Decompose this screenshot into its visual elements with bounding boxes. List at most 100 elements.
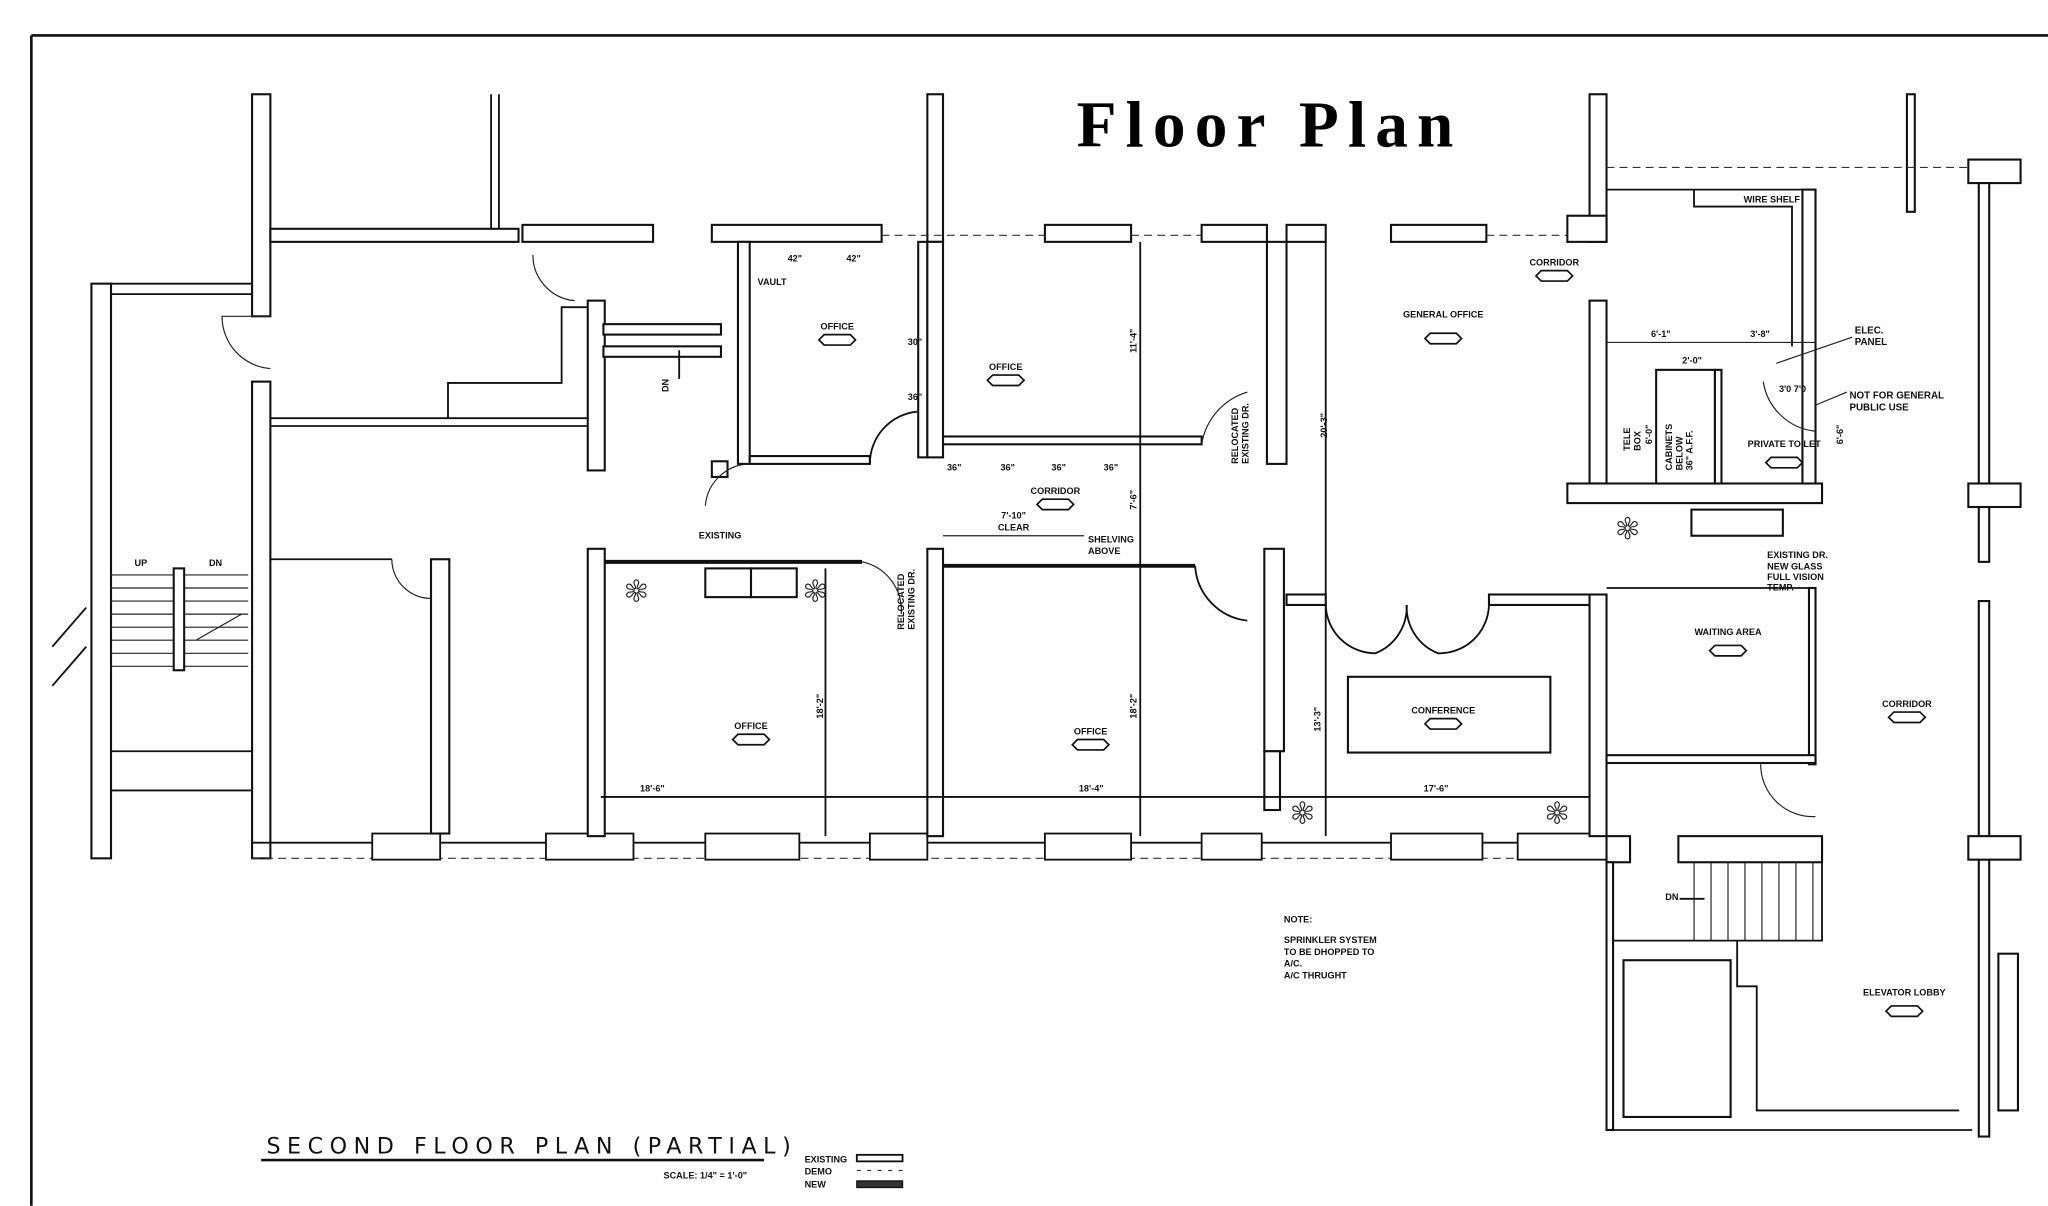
plan-linework [1807, 586, 1817, 766]
room-corridor-right: CORRIDOR [1882, 699, 1932, 724]
room-private-toilet: PRIVATE TOILET [1748, 439, 1821, 469]
plan-linework [1801, 188, 1817, 485]
plan-linework [1677, 835, 1824, 864]
room-office-205: OFFICE [817, 321, 857, 346]
plan-label: 36" A.F.F. [1685, 430, 1695, 470]
plan-label: SPRINKLER SYSTEM [1284, 935, 1377, 945]
plan-linework [391, 559, 432, 600]
plan-label: 2'-0" [1682, 355, 1702, 365]
plan-label: PANEL [1855, 337, 1887, 348]
plan-linework [710, 223, 883, 243]
room-labels: OFFICE OFFICE GENERAL OFFICE CORRIDOR CO… [731, 257, 1946, 1018]
plan-label: 36" [1104, 462, 1118, 472]
plan-linework [941, 435, 1203, 446]
room-elevator-lobby: ELEVATOR LOBBY [1863, 987, 1946, 1018]
plan-linework [1285, 223, 1327, 243]
plant-icon: ✻ [803, 576, 827, 608]
plan-label: FULL VISION [1767, 572, 1824, 582]
plan-linework [1390, 832, 1484, 861]
plan-linework [1967, 482, 2022, 509]
plan-linework [1884, 1005, 1924, 1018]
plan-linework [545, 832, 635, 861]
plan-linework [1389, 223, 1488, 243]
plan-label: OFFICE [989, 362, 1022, 372]
plan-label: 11'-4" [1128, 329, 1138, 353]
plan-linework [1534, 269, 1574, 282]
plan-linework [986, 374, 1026, 387]
plan-label: EXISTING [699, 530, 742, 540]
plan-linework [447, 306, 588, 419]
stair-up-label: UP [135, 558, 148, 568]
plan-linework [521, 223, 655, 243]
stair-down-label: DN [209, 558, 222, 568]
plan-linework [817, 333, 857, 346]
plan-linework [1487, 593, 1591, 607]
room-office-206: OFFICE [1071, 726, 1111, 751]
plant-icons: ✻ ✻ ✻ ✻ ✻ [624, 513, 1641, 831]
plan-linework [1997, 952, 2020, 1112]
plan-linework [731, 733, 771, 746]
plan-linework [736, 240, 751, 465]
plan-linework [1423, 332, 1463, 345]
plan-linework [868, 410, 917, 464]
plan-linework [269, 227, 520, 243]
plan-linework [1423, 717, 1463, 730]
plan-label: 7'-10" [1001, 511, 1026, 521]
plan-linework [51, 646, 87, 687]
plan-label: 18'-6" [640, 784, 665, 794]
plan-label: OFFICE [734, 721, 767, 731]
plan-label: CORRIDOR [1529, 257, 1579, 267]
plan-label: PUBLIC USE [1849, 402, 1909, 413]
plan-label: EXISTING DR. [1767, 550, 1828, 560]
room-corridor-top: CORRIDOR [1529, 257, 1580, 282]
plan-label: OFFICE [1074, 726, 1107, 736]
plan-linework [1762, 381, 1816, 432]
plan-linework [1071, 738, 1111, 751]
sheet-border [30, 34, 2048, 1206]
plan-label: OFFICE [820, 321, 853, 331]
plan-label: 42" [846, 253, 860, 263]
plan-linework [586, 299, 606, 472]
plan-linework [1516, 832, 1608, 861]
plan-label: ELEC. [1855, 325, 1884, 336]
sheet-title: SECOND FLOOR PLAN (PARTIAL) [266, 1134, 797, 1160]
plan-label: 18'-2" [1128, 694, 1138, 719]
plant-icon: ✻ [1545, 798, 1569, 830]
plan-linework [868, 832, 929, 861]
legend: EXISTING DEMO NEW [805, 1153, 904, 1189]
plan-linework [749, 567, 798, 599]
stair-down-label-center: DN [661, 379, 671, 392]
plan-linework [1693, 862, 1814, 941]
plan-linework [1887, 711, 1927, 724]
drawing-title: Floor Plan [1077, 90, 1463, 162]
plan-linework [1605, 861, 1615, 1132]
plan-label: 42" [788, 253, 802, 263]
plan-label: NEW GLASS [1767, 562, 1822, 572]
plan-label: 20'-3" [1319, 413, 1329, 438]
plan-label: A/C THRUGHT [1284, 971, 1347, 981]
plan-label: SHELVING [1088, 534, 1134, 544]
plan-label: CLEAR [998, 523, 1030, 533]
plan-linework [602, 323, 723, 336]
plan-linework [704, 463, 752, 506]
stair-down-label-right: DN [1665, 892, 1678, 902]
plan-label: TEMP. [1767, 583, 1794, 593]
plan-label: ABOVE [1088, 546, 1120, 556]
plan-linework [602, 345, 723, 358]
plan-linework [1622, 959, 1732, 1119]
plan-linework [926, 547, 945, 838]
plan-linework [1815, 391, 1848, 406]
plan-label: WIRE SHELF [1744, 195, 1801, 205]
plan-label: CORRIDOR [1882, 699, 1932, 709]
plan-linework [1200, 832, 1263, 861]
plan-linework [251, 380, 272, 860]
plan-label: 17'-6" [1424, 784, 1449, 794]
plan-linework [221, 315, 271, 370]
plan-linework [748, 455, 871, 465]
plan-linework [917, 240, 929, 459]
room-office-210: OFFICE [986, 362, 1026, 387]
plan-linework [1605, 754, 1817, 765]
plan-linework [1285, 593, 1327, 607]
plant-icon: ✻ [624, 576, 648, 608]
